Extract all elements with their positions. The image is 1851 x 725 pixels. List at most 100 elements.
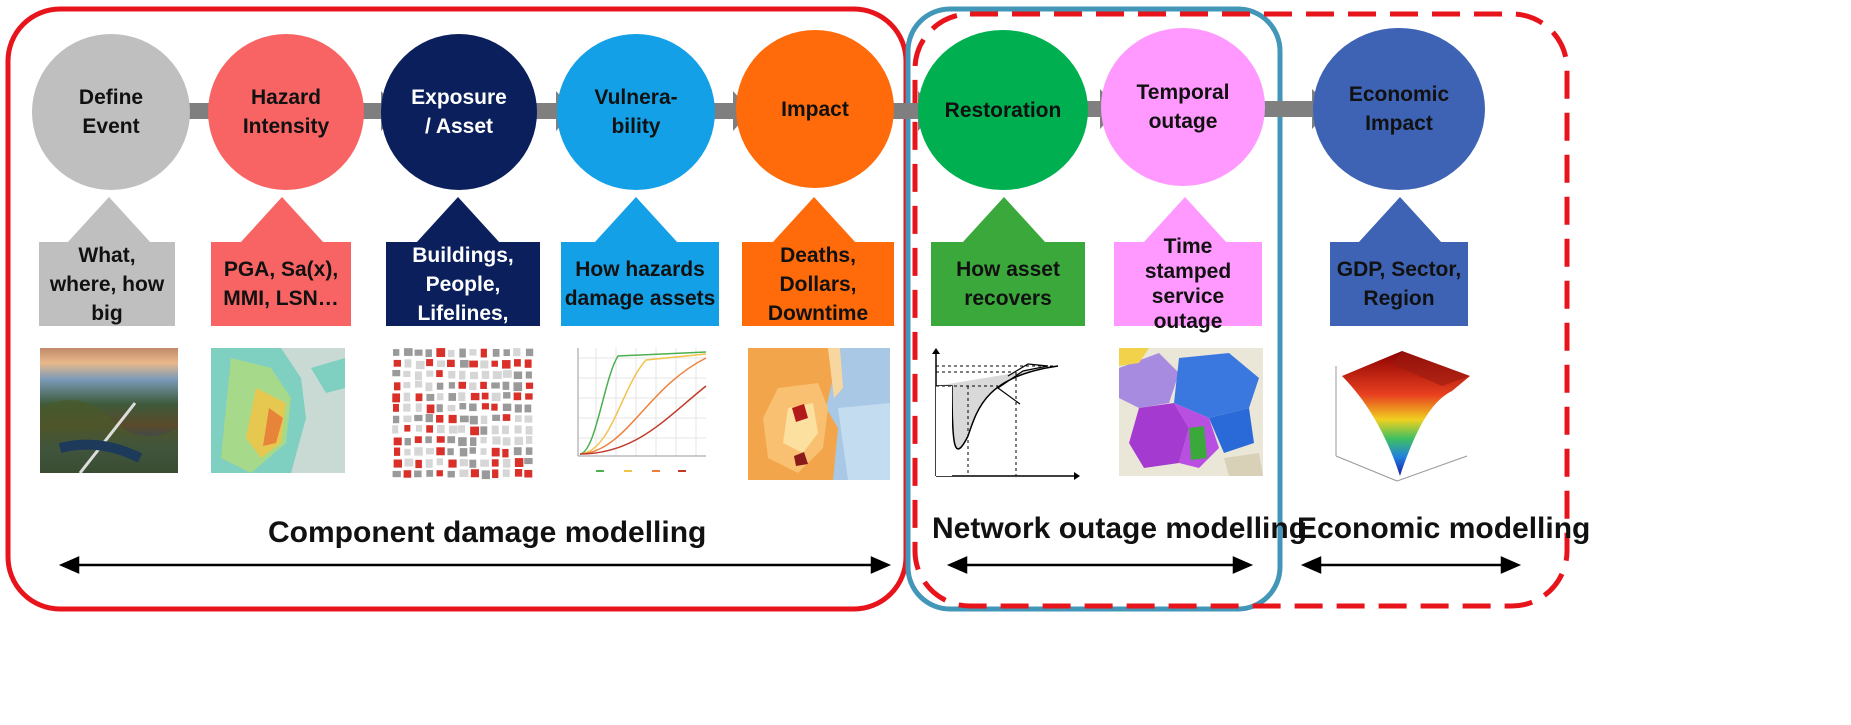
building-footprint bbox=[480, 360, 489, 369]
building-footprint bbox=[502, 370, 512, 378]
building-footprint bbox=[514, 458, 524, 467]
building-footprint bbox=[470, 426, 480, 436]
node-impact: Impact bbox=[736, 30, 894, 188]
up-arrow-exposure bbox=[416, 197, 500, 243]
building-footprint bbox=[436, 404, 443, 413]
building-footprint bbox=[404, 437, 411, 446]
building-footprint bbox=[392, 470, 401, 478]
recovery-curve-chart bbox=[928, 346, 1080, 482]
node-vulnerability: Vulnera- bility bbox=[557, 34, 715, 190]
building-footprint bbox=[525, 393, 533, 400]
building-footprint bbox=[425, 414, 433, 423]
building-footprint bbox=[502, 381, 510, 390]
building-footprint bbox=[502, 448, 509, 458]
building-footprint bbox=[525, 382, 534, 389]
building-footprint bbox=[469, 447, 476, 454]
building-footprint bbox=[491, 447, 500, 457]
building-footprint bbox=[524, 404, 532, 413]
node-exposure-asset: Exposure / Asset bbox=[381, 34, 537, 190]
network-outage-region bbox=[905, 6, 1283, 612]
building-footprint bbox=[392, 370, 401, 377]
building-footprint bbox=[502, 425, 509, 435]
aerial-coast-photo bbox=[40, 348, 178, 473]
building-footprint bbox=[447, 448, 454, 456]
building-footprint bbox=[469, 371, 479, 380]
building-footprint bbox=[414, 447, 423, 456]
building-footprint bbox=[480, 381, 487, 389]
input-buildings: Buildings, People, Lifelines, bbox=[386, 242, 540, 326]
input-gdp-text: GDP, Sector, Region bbox=[1336, 258, 1462, 310]
building-footprint bbox=[425, 459, 433, 468]
building-footprint bbox=[415, 381, 423, 388]
building-footprint bbox=[458, 381, 467, 389]
building-footprint bbox=[492, 371, 502, 379]
building-footprint bbox=[447, 359, 455, 368]
up-arrow-temporal bbox=[1143, 197, 1227, 243]
building-footprint bbox=[470, 392, 480, 401]
building-footprint bbox=[514, 404, 522, 413]
building-footprint bbox=[426, 425, 433, 433]
building-footprint bbox=[425, 448, 434, 455]
up-arrow-restoration bbox=[962, 197, 1046, 243]
building-footprint bbox=[415, 459, 422, 469]
building-footprint bbox=[448, 370, 456, 379]
building-footprint bbox=[459, 459, 469, 467]
building-footprint bbox=[447, 349, 455, 358]
building-footprint bbox=[403, 470, 412, 478]
input-deaths-text: Deaths, Dollars, Downtime bbox=[767, 243, 869, 325]
building-footprint bbox=[404, 425, 411, 432]
building-footprint bbox=[459, 415, 469, 423]
building-footprint bbox=[469, 415, 478, 425]
building-footprint bbox=[514, 436, 524, 445]
building-footprint bbox=[448, 393, 457, 401]
building-footprint bbox=[481, 370, 490, 379]
building-footprint bbox=[415, 403, 422, 412]
up-arrow-impact bbox=[772, 197, 856, 243]
building-footprint bbox=[425, 349, 432, 358]
node-define-event-label: Define Event bbox=[78, 86, 144, 138]
building-footprint bbox=[393, 382, 401, 391]
building-footprint bbox=[393, 447, 401, 456]
service-outage-map bbox=[1119, 348, 1263, 476]
building-footprint bbox=[436, 348, 446, 358]
building-footprint bbox=[392, 425, 399, 434]
building-footprint bbox=[502, 414, 511, 421]
input-deaths: Deaths, Dollars, Downtime bbox=[742, 242, 894, 326]
building-footprint bbox=[436, 458, 444, 466]
building-footprint bbox=[514, 469, 523, 477]
building-footprint bbox=[491, 382, 500, 389]
building-footprint bbox=[469, 459, 477, 468]
building-footprint bbox=[415, 393, 423, 402]
node-temporal-outage: Temporal outage bbox=[1101, 28, 1265, 186]
building-footprint bbox=[514, 425, 522, 434]
building-footprint bbox=[436, 425, 445, 434]
building-footprint bbox=[459, 370, 466, 380]
building-footprint bbox=[459, 359, 469, 368]
building-footprint bbox=[447, 404, 456, 412]
building-footprint bbox=[492, 469, 499, 479]
building-footprint bbox=[513, 392, 522, 401]
building-footprint bbox=[491, 392, 501, 402]
building-footprint bbox=[525, 426, 533, 435]
building-footprint bbox=[403, 370, 411, 377]
impact-choropleth-map bbox=[748, 348, 890, 480]
building-footprint bbox=[426, 404, 435, 414]
building-footprint bbox=[403, 415, 412, 423]
building-footprint bbox=[393, 359, 401, 367]
building-footprint bbox=[403, 392, 411, 402]
building-footprint bbox=[393, 437, 402, 446]
building-footprint bbox=[426, 359, 434, 367]
up-arrow-hazard bbox=[240, 197, 324, 243]
building-footprint bbox=[448, 414, 457, 424]
node-economic-impact-label: Economic Impact bbox=[1348, 83, 1450, 135]
building-footprint bbox=[470, 469, 479, 478]
economic-modelling-label: Economic modelling bbox=[1297, 512, 1591, 545]
building-footprint bbox=[392, 349, 400, 356]
building-footprint bbox=[448, 425, 458, 434]
building-footprint bbox=[513, 447, 522, 456]
building-footprint bbox=[458, 425, 466, 433]
input-what-where-text: What, where, how big bbox=[49, 243, 165, 325]
up-arrow-vulnerability bbox=[594, 197, 678, 243]
building-footprint bbox=[404, 359, 412, 368]
